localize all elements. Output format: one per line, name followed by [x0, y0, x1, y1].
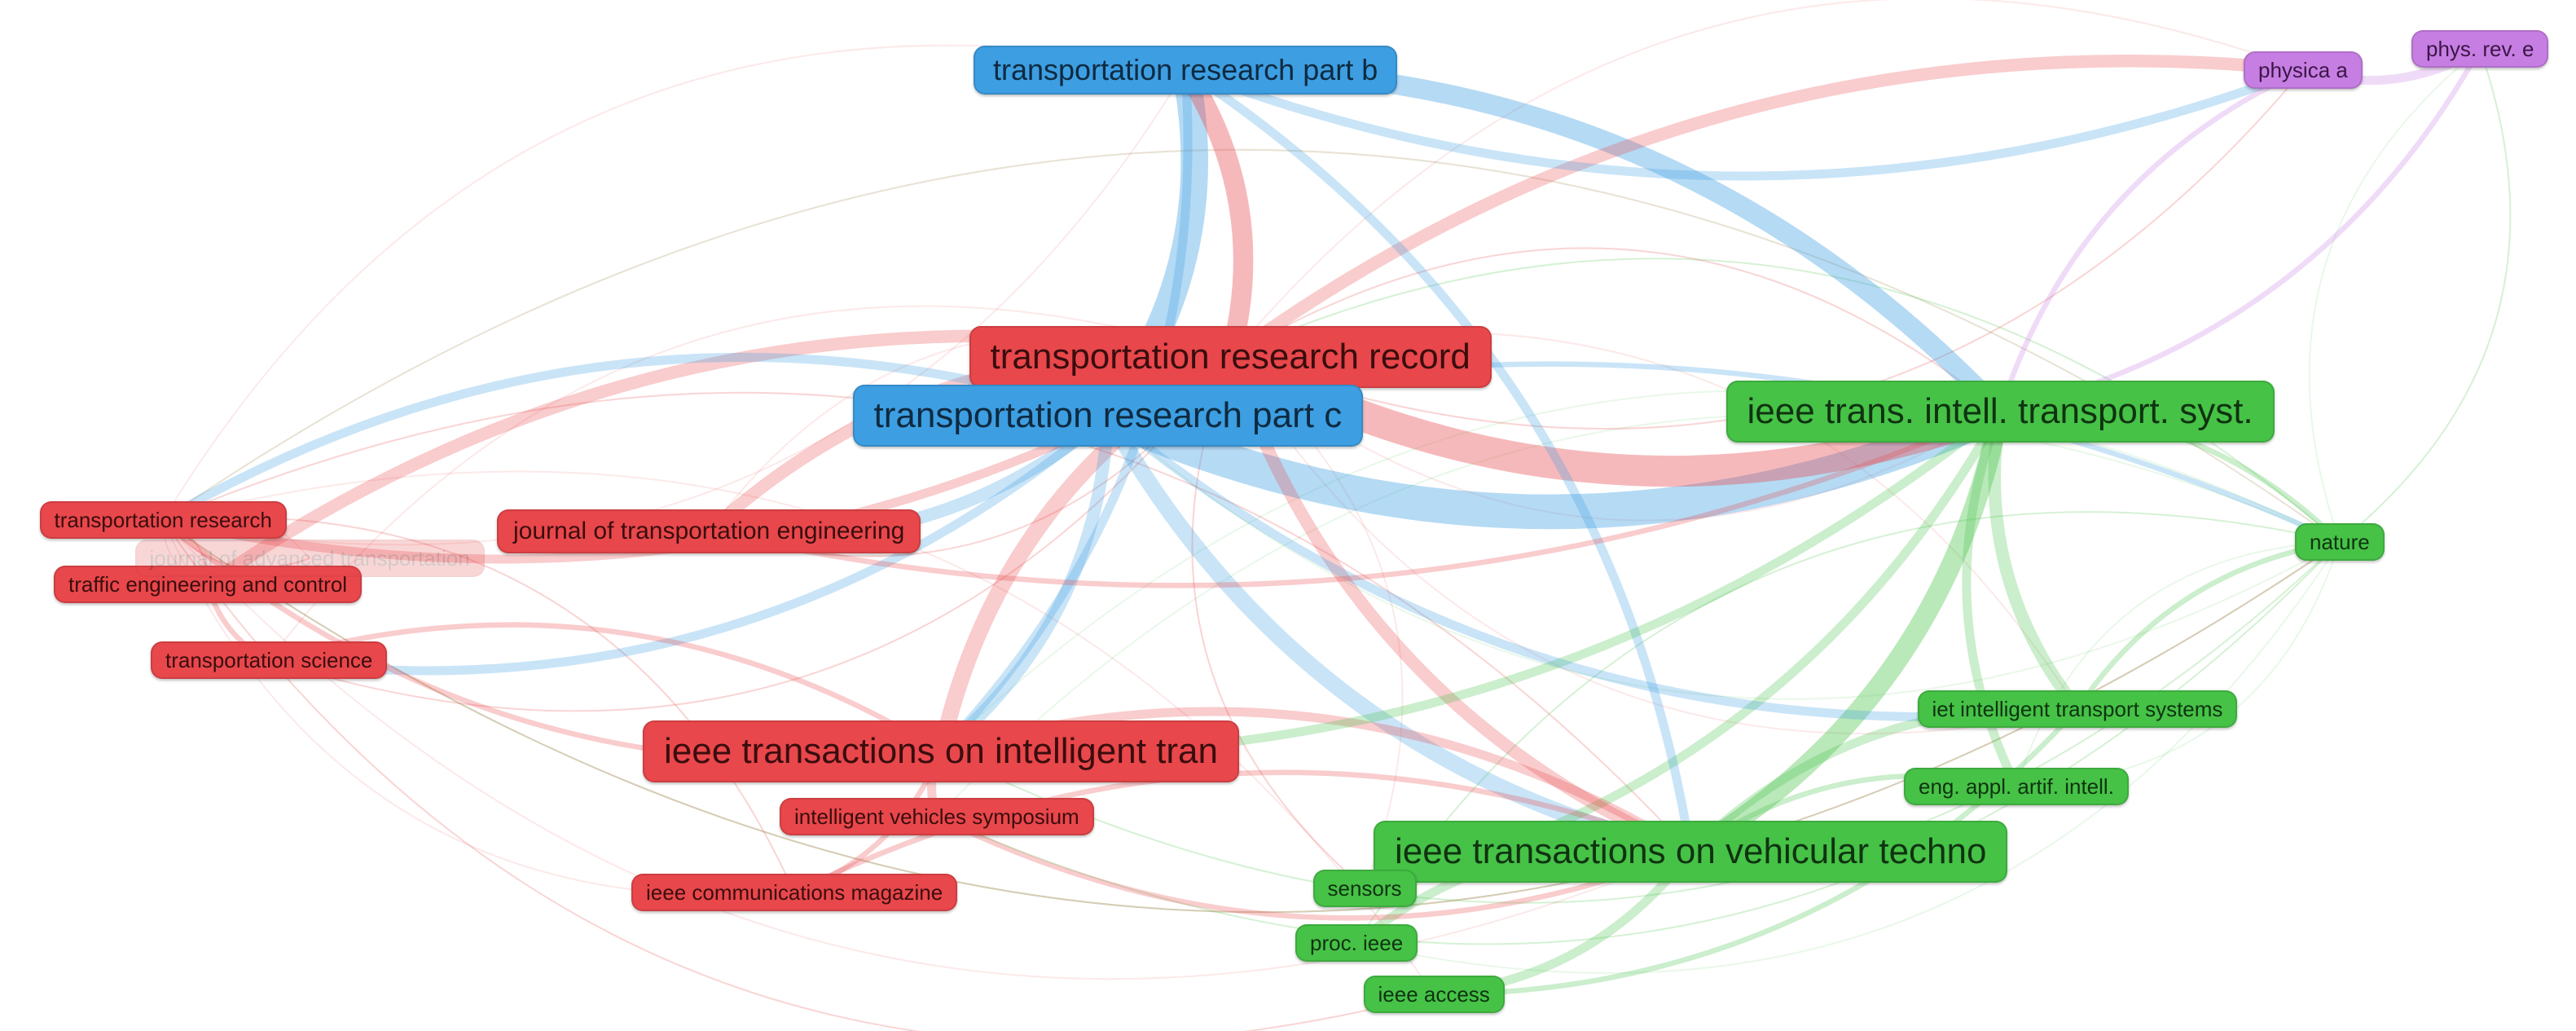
node-label: transportation research record [990, 337, 1470, 377]
background-link [268, 305, 1231, 661]
background-link [268, 356, 1231, 712]
background-link [162, 519, 2341, 914]
link-physa-itss [1997, 67, 2306, 415]
node-label: phys. rev. e [2426, 37, 2534, 61]
node-label: sensors [1327, 876, 1402, 901]
link-jte-itss [706, 408, 2003, 588]
background-link [1229, 247, 2001, 412]
node-label: transportation research part c [873, 395, 1343, 435]
background-link [1356, 541, 2341, 974]
node-trb[interactable]: transportation research part b [974, 46, 1398, 95]
node-sensors[interactable]: sensors [1312, 870, 1417, 907]
node-label: ieee transactions on vehicular techno [1395, 831, 1987, 871]
node-ivs[interactable]: intelligent vehicles symposium [780, 798, 1094, 835]
node-ivt[interactable]: ieee transactions on vehicular techno [1374, 821, 2008, 883]
node-tec[interactable]: traffic engineering and control [54, 566, 363, 603]
background-link [162, 148, 2341, 543]
node-label: nature [2310, 530, 2370, 554]
background-link [1107, 415, 2341, 700]
node-physa[interactable]: physica a [2244, 51, 2363, 89]
node-jatrans[interactable]: journal of advanced transportation [134, 540, 485, 577]
node-label: transportation research part b [993, 53, 1378, 86]
background-link [162, 516, 795, 893]
link-trb-physa [1180, 65, 2308, 181]
link-trc-ivt [1100, 408, 1699, 860]
link-trr-trb [1175, 59, 1254, 368]
background-link [2308, 48, 2481, 543]
background-link [162, 148, 2341, 543]
node-itss[interactable]: ieee trans. intell. transport. syst. [1725, 381, 2275, 443]
background-link [2016, 541, 2341, 787]
link-itss-iet [1988, 405, 2084, 716]
background-link [162, 519, 2341, 914]
background-link [2339, 48, 2512, 543]
link-ivs-ivt [934, 813, 1694, 921]
node-ts[interactable]: transportation science [151, 641, 388, 679]
node-jte[interactable]: journal of transportation engineering [497, 509, 921, 553]
node-label: traffic engineering and control [68, 572, 348, 597]
node-access[interactable]: ieee access [1363, 976, 1505, 1013]
link-trb-ivt [1180, 65, 1695, 857]
background-link [2339, 48, 2512, 543]
node-iet[interactable]: iet intelligent transport systems [1917, 690, 2238, 728]
background-link [1356, 511, 2341, 944]
node-physe[interactable]: phys. rev. e [2411, 30, 2549, 68]
background-link [1229, 0, 2304, 358]
background-link [162, 516, 795, 893]
background-link [162, 519, 1691, 980]
background-link [1356, 511, 2341, 944]
link-trr-physa [1224, 55, 2310, 363]
node-label: iet intelligent transport systems [1932, 697, 2223, 721]
link-trc-tr [158, 352, 1113, 525]
link-trr-ivt [1224, 350, 1697, 858]
node-label: journal of advanced transportation [149, 546, 470, 571]
background-link [162, 69, 1186, 546]
link-itss-ivt [1680, 401, 2011, 862]
background-link [1229, 247, 2001, 412]
node-label: ieee access [1378, 982, 1490, 1007]
node-icm[interactable]: ieee communications magazine [631, 874, 958, 911]
link-trc-ts [264, 411, 1113, 676]
link-itss-eaai [1962, 407, 2021, 791]
background-link [162, 519, 2341, 914]
node-label: ieee communications magazine [646, 880, 943, 905]
node-label: ieee transactions on intelligent tran [664, 731, 1218, 771]
node-label: eng. appl. artif. intell. [1919, 774, 2114, 799]
background-link [1229, 356, 2078, 735]
node-label: transportation science [165, 648, 373, 672]
node-tr[interactable]: transportation research [39, 501, 287, 539]
node-label: ieee trans. intell. transport. syst. [1747, 391, 2253, 431]
background-link [162, 519, 1435, 1031]
node-label: physica a [2258, 58, 2348, 82]
node-itits[interactable]: ieee transactions on intelligent tran [643, 720, 1239, 782]
background-link [162, 519, 1435, 1031]
node-label: intelligent vehicles symposium [794, 804, 1079, 829]
node-proc[interactable]: proc. ieee [1295, 924, 1418, 962]
background-link [940, 390, 2341, 752]
link-ts-itits [266, 622, 944, 755]
node-label: proc. ieee [1310, 931, 1404, 955]
background-link [2016, 541, 2341, 787]
link-trc-itss [1090, 394, 2018, 530]
node-label: transportation research [54, 508, 272, 532]
node-eaai[interactable]: eng. appl. artif. intell. [1904, 768, 2129, 805]
background-link [162, 44, 1186, 521]
background-link [268, 356, 1231, 712]
background-link [936, 413, 2341, 817]
link-trc-itits [934, 409, 1114, 758]
node-label: journal of transportation engineering [513, 518, 905, 544]
background-link [162, 519, 2341, 914]
node-trr[interactable]: transportation research record [969, 326, 1492, 388]
node-trc[interactable]: transportation research part c [852, 385, 1364, 447]
node-nature[interactable]: nature [2295, 523, 2385, 561]
